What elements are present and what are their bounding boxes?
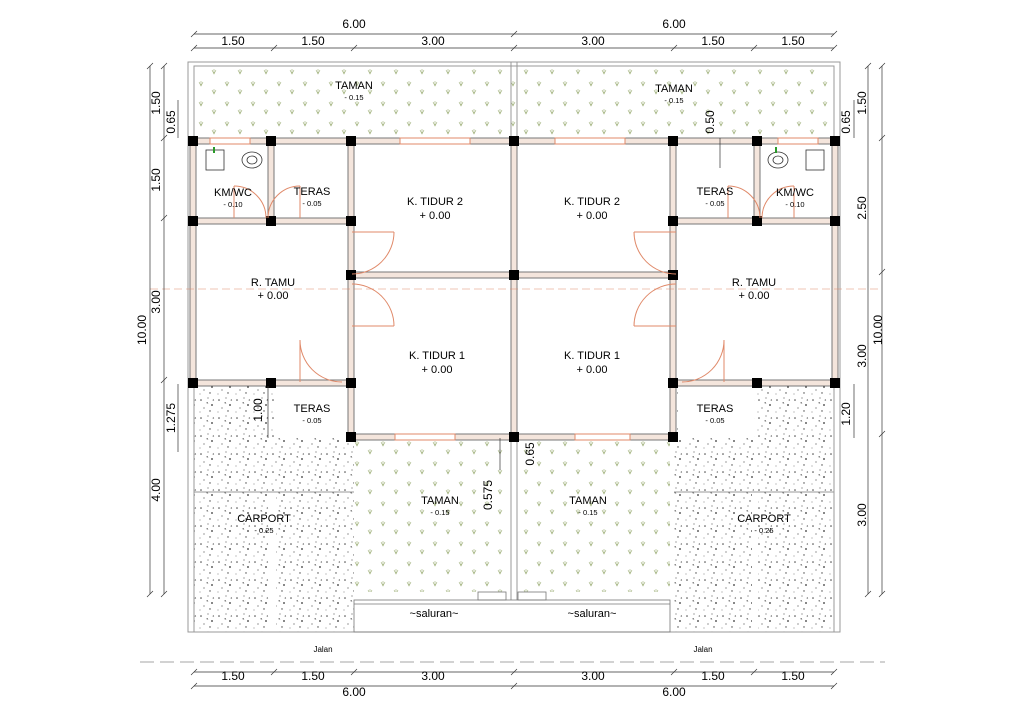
teras-lower-right-area <box>678 386 754 438</box>
dim-bottom-total-left: 6.00 <box>342 685 366 699</box>
dim-left-seg: 1.50 <box>149 168 163 192</box>
dim-center-low: 0.575 <box>481 480 495 510</box>
room-taman-bottom-left: TAMAN <box>421 495 459 507</box>
elev-taman-bottom-left: - 0.15 <box>430 508 449 517</box>
jalan-right: Jalan <box>693 645 712 654</box>
carport-left-split <box>270 492 276 632</box>
room-rtamu-right: R. TAMU <box>732 277 776 289</box>
room-teras-lower-left: TERAS <box>294 403 331 415</box>
room-kmwc-right: KM/WC <box>776 187 814 199</box>
dim-top-total-left: 6.00 <box>342 17 366 31</box>
taman-bottom-right-area <box>518 438 670 592</box>
dim-right-total: 10.00 <box>871 315 885 345</box>
dim-top-seg: 3.00 <box>421 34 445 48</box>
dimension-lines <box>146 30 886 690</box>
teras-lower-left-area <box>274 386 354 438</box>
elev-ktidur1-left: + 0.00 <box>422 364 453 376</box>
room-ktidur2-left: K. TIDUR 2 <box>407 196 463 208</box>
elev-kmwc-left: - 0.10 <box>223 200 242 209</box>
dim-bottom-total-right: 6.00 <box>662 685 686 699</box>
room-taman-top-right: TAMAN <box>655 83 693 95</box>
doors <box>233 185 795 383</box>
columns <box>188 136 840 442</box>
saluran-channel <box>353 591 671 633</box>
dim-top-seg: 1.50 <box>781 34 805 48</box>
room-taman-top-left: TAMAN <box>335 80 373 92</box>
dim-right-seg: 2.50 <box>855 196 869 220</box>
dim-top-seg: 1.50 <box>701 34 725 48</box>
elev-carport-left: - 0.25 <box>254 526 273 535</box>
elev-teras-lower-right: - 0.05 <box>705 416 724 425</box>
elev-ktidur2-right: + 0.00 <box>577 210 608 222</box>
elev-taman-top-right: - 0.15 <box>664 96 683 105</box>
elev-ktidur1-right: + 0.00 <box>577 364 608 376</box>
jalan-left: Jalan <box>313 645 332 654</box>
elev-rtamu-left: + 0.00 <box>258 290 289 302</box>
dim-bottom-seg: 1.50 <box>781 669 805 683</box>
room-ktidur1-left: K. TIDUR 1 <box>409 350 465 362</box>
dim-right-seg: 3.00 <box>855 503 869 527</box>
taman-top-right-area <box>514 66 834 138</box>
elev-kmwc-right: - 0.10 <box>785 200 804 209</box>
elev-taman-top-left: - 0.15 <box>344 93 363 102</box>
room-kmwc-left: KM/WC <box>214 187 252 199</box>
dim-right-seg: 1.50 <box>855 91 869 115</box>
elev-teras-upper-right: - 0.05 <box>705 199 724 208</box>
dim-left-teras: 1.00 <box>251 398 265 422</box>
toilet-right-icon <box>767 147 825 171</box>
dim-top-total-right: 6.00 <box>662 17 686 31</box>
dim-top-seg: 1.50 <box>221 34 245 48</box>
taman-top-left-area <box>194 66 514 138</box>
dim-top-seg: 1.50 <box>301 34 325 48</box>
elev-rtamu-right: + 0.00 <box>739 290 770 302</box>
dim-bottom-seg: 1.50 <box>221 669 245 683</box>
room-teras-upper-right: TERAS <box>697 186 734 198</box>
dim-bottom-seg: 1.50 <box>301 669 325 683</box>
room-labels: TAMAN - 0.15 TAMAN - 0.15 KM/WC - 0.10 K… <box>214 80 814 654</box>
windows <box>209 137 819 441</box>
dim-left-seg: 4.00 <box>149 478 163 502</box>
toilet-left-icon <box>205 147 263 171</box>
dim-center-mid: 0.65 <box>523 442 537 466</box>
dim-right-seg: 3.00 <box>855 344 869 368</box>
dim-left-total: 10.00 <box>135 315 149 345</box>
elev-teras-upper-left: - 0.05 <box>302 199 321 208</box>
room-teras-upper-left: TERAS <box>294 186 331 198</box>
elev-teras-lower-left: - 0.05 <box>302 416 321 425</box>
dim-right-inner: 1.20 <box>839 402 853 426</box>
dim-top-seg: 3.00 <box>581 34 605 48</box>
dim-left-inner: 1.275 <box>164 403 178 433</box>
dim-left-seg: 3.00 <box>149 290 163 314</box>
elev-taman-bottom-right: - 0.15 <box>578 508 597 517</box>
dim-left-inner: 0.65 <box>164 110 178 134</box>
room-rtamu-left: R. TAMU <box>251 277 295 289</box>
saluran-right: ~saluran~ <box>568 608 617 620</box>
room-teras-lower-right: TERAS <box>697 403 734 415</box>
carport-right-split <box>752 492 758 632</box>
taman-bottom-left-area <box>354 438 510 592</box>
dim-bottom-seg: 3.00 <box>421 669 445 683</box>
dim-center-top: 0.50 <box>703 110 717 134</box>
saluran-left: ~saluran~ <box>410 608 459 620</box>
room-carport-right: CARPORT <box>737 513 791 525</box>
dim-left-seg: 1.50 <box>149 91 163 115</box>
room-ktidur1-right: K. TIDUR 1 <box>564 350 620 362</box>
dimension-text: 6.00 6.00 1.50 1.50 3.00 3.00 1.50 1.50 … <box>135 17 885 699</box>
dim-right-inner: 0.65 <box>839 110 853 134</box>
elev-carport-right: - 0.25 <box>754 526 773 535</box>
dim-bottom-seg: 1.50 <box>701 669 725 683</box>
room-carport-left: CARPORT <box>237 513 291 525</box>
dim-bottom-seg: 3.00 <box>581 669 605 683</box>
room-ktidur2-right: K. TIDUR 2 <box>564 196 620 208</box>
room-taman-bottom-right: TAMAN <box>569 495 607 507</box>
elev-ktidur2-left: + 0.00 <box>420 210 451 222</box>
